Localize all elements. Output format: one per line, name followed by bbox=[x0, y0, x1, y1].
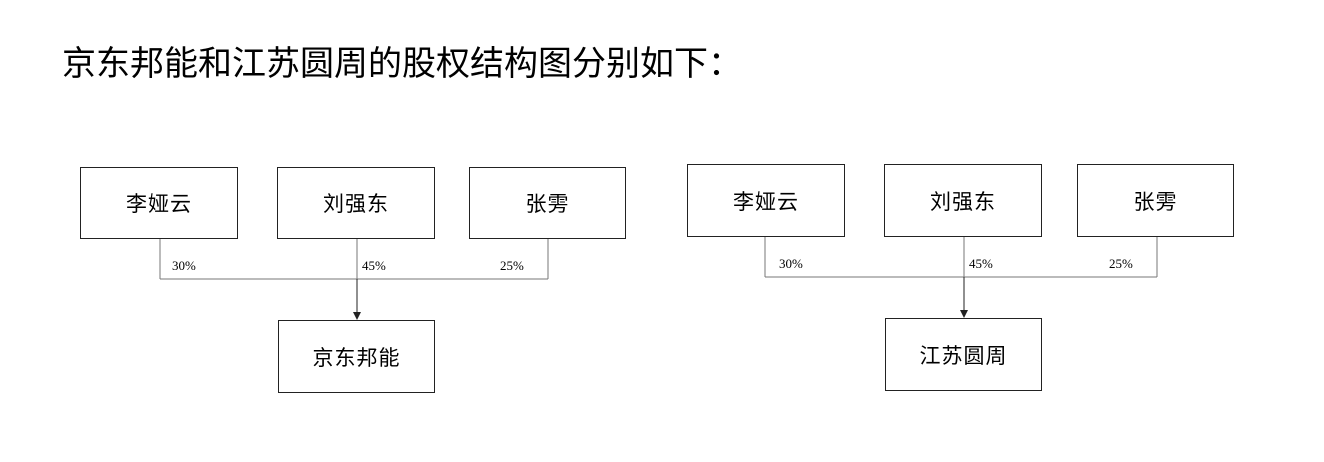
share-label-2: 45% bbox=[362, 258, 386, 273]
shareholder-box-2: 刘强东 bbox=[884, 164, 1042, 237]
page-heading: 京东邦能和江苏圆周的股权结构图分别如下： bbox=[62, 44, 742, 84]
connector-lines bbox=[159, 239, 549, 320]
shareholder-box-1: 李娅云 bbox=[687, 164, 845, 237]
share-label-2: 45% bbox=[969, 256, 993, 271]
connector-lines bbox=[764, 237, 1158, 318]
share-label-1: 30% bbox=[779, 256, 803, 271]
shareholder-box-1: 李娅云 bbox=[80, 167, 238, 239]
share-label-1: 30% bbox=[172, 258, 196, 273]
share-label-3: 25% bbox=[500, 258, 524, 273]
share-label-3: 25% bbox=[1109, 256, 1133, 271]
arrow-head-icon bbox=[353, 312, 361, 320]
ownership-diagram-jiangsu-yuanzhou: 李娅云 刘强东 张雱 30% 45% 25% 江苏圆周 bbox=[607, 0, 1234, 462]
shareholder-box-3: 张雱 bbox=[1077, 164, 1234, 237]
ownership-diagram-jingdong-bangneng: 李娅云 刘强东 张雱 30% 45% 25% 京东邦能 bbox=[0, 0, 626, 462]
company-box: 江苏圆周 bbox=[885, 318, 1042, 391]
arrow-head-icon bbox=[960, 310, 968, 318]
shareholder-box-2: 刘强东 bbox=[277, 167, 435, 239]
shareholder-box-3: 张雱 bbox=[469, 167, 626, 239]
company-box: 京东邦能 bbox=[278, 320, 435, 393]
